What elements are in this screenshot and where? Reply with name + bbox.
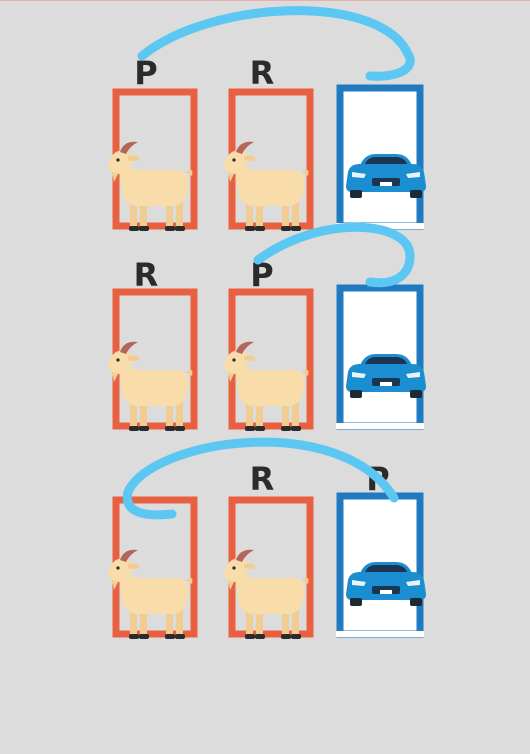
door-label-1: R	[134, 256, 159, 294]
goat-icon	[224, 549, 309, 639]
door-1: R	[108, 256, 198, 431]
goat-icon	[108, 549, 193, 639]
top-border-line	[0, 0, 530, 1]
door-3	[336, 84, 426, 230]
goat-icon	[108, 141, 193, 231]
door-3	[336, 284, 426, 430]
switch-arrow	[253, 222, 415, 288]
door-floor	[336, 631, 424, 637]
door-label-2: P	[250, 256, 273, 294]
door-label-1: P	[134, 54, 157, 92]
door-2: P	[224, 256, 314, 431]
switch-arrow	[122, 437, 399, 520]
door-1: P	[108, 54, 198, 231]
goat-icon	[224, 141, 309, 231]
goat-icon	[108, 341, 193, 431]
door-label-2: R	[250, 460, 275, 498]
door-2: R	[224, 54, 314, 231]
door-1	[108, 496, 198, 639]
door-floor	[336, 423, 424, 429]
door-2: R	[224, 460, 314, 639]
door-3: P	[336, 460, 426, 638]
door-label-2: R	[250, 54, 275, 92]
goat-icon	[224, 341, 309, 431]
switch-arrow	[137, 6, 415, 81]
